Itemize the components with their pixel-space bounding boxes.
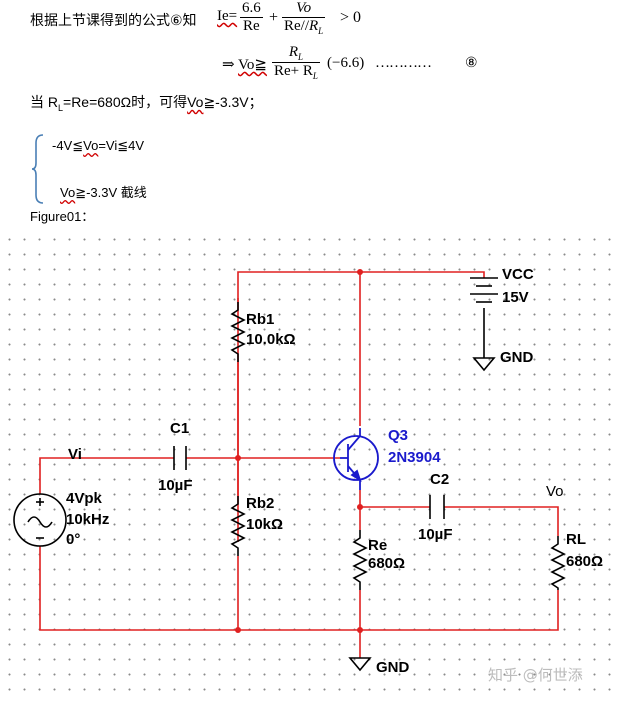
vcc-battery-symbol — [470, 277, 498, 348]
case2-b: ≧-3.3V 截线 — [75, 185, 147, 200]
c2-name: C2 — [430, 471, 449, 488]
vi-label: Vi — [68, 446, 82, 463]
figure-label: Figure01： — [30, 209, 95, 224]
source-phase: 0° — [66, 531, 80, 548]
frac2-denominator: Re//RL — [282, 18, 325, 36]
ie-label: Ie= — [217, 8, 238, 24]
rb2-name: Rb2 — [246, 495, 274, 512]
frac3-num-sub: L — [298, 52, 304, 62]
junction-bottom-left — [235, 627, 241, 633]
wire-top-rail — [237, 271, 485, 542]
rb1-name: Rb1 — [246, 311, 274, 328]
ground-symbol-bottom — [348, 657, 372, 672]
condition-line: 当 RL=Re=680Ω时，可得Vo≧-3.3V； — [30, 92, 263, 113]
rb1-value: 10.0kΩ — [246, 331, 296, 348]
vo-label: Vo — [546, 483, 564, 500]
frac3-numerator: RL — [272, 44, 320, 63]
frac2-den-rl: R — [309, 18, 319, 34]
wire-vi — [39, 457, 174, 494]
dot-leader: ………… — [375, 55, 432, 71]
case1-a: -4V≦ — [52, 138, 84, 153]
c1-capacitor-symbol — [173, 446, 187, 470]
components — [13, 277, 566, 672]
source-amplitude: 4Vpk — [66, 490, 103, 507]
c2-value: 10µF — [418, 526, 453, 543]
frac1-denominator: Re — [243, 18, 260, 34]
case1: -4V≦Vo=Vi≦4V — [52, 138, 144, 154]
case1-b: =Vi≦4V — [98, 138, 145, 153]
frac2-den-re: Re// — [284, 18, 309, 34]
case1-vo: Vo — [83, 138, 99, 153]
q3-transistor-symbol — [333, 428, 379, 490]
condition-b: =Re=680Ω时，可得 — [63, 94, 188, 110]
ac-source-symbol — [13, 493, 67, 547]
c1-name: C1 — [170, 420, 189, 437]
rb1-resistor-symbol — [230, 302, 246, 362]
fraction-vo-over-re-rl: Vo Re//RL — [282, 0, 326, 36]
junction-base — [235, 455, 241, 461]
frac3-num-r: R — [288, 44, 299, 60]
source-frequency: 10kHz — [66, 511, 109, 528]
condition-c: ≧-3.3V； — [203, 94, 263, 110]
frac2-den-rl-sub: L — [318, 26, 324, 36]
fraction-rl-over-re-plus-rl: RL Re+ RL — [272, 44, 320, 81]
ground-symbol-top — [472, 348, 496, 372]
re-name: Re — [368, 537, 387, 554]
gnd-bottom-label: GND — [376, 659, 410, 676]
equation-number: ⑧ — [465, 56, 478, 71]
case2-vo: Vo — [60, 185, 76, 200]
frac2-numerator: Vo — [282, 0, 326, 18]
rb2-resistor-symbol — [230, 496, 246, 556]
plus-sign: + — [269, 9, 279, 26]
gnd-top-label: GND — [500, 349, 534, 366]
re-value: 680Ω — [368, 555, 405, 572]
condition-vo: Vo — [187, 94, 204, 110]
vo-ge-label: Vo≧ — [238, 57, 267, 73]
watermark: 知乎 @何世添 — [488, 666, 583, 684]
rl-resistor-symbol — [550, 536, 566, 590]
vcc-value: 15V — [502, 289, 529, 306]
junction-top — [357, 269, 363, 275]
condition-a: 当 R — [30, 94, 58, 110]
curly-brace — [31, 134, 44, 204]
implies-arrow: ⇒ — [222, 57, 235, 73]
wires — [39, 271, 559, 658]
rl-value: 680Ω — [566, 553, 603, 570]
frac3-den-sub: L — [312, 71, 318, 81]
frac3-denominator: Re+ RL — [272, 63, 320, 81]
frac1-numerator: 6.6 — [240, 0, 263, 18]
junction-bottom-mid — [357, 627, 363, 633]
rb2-value: 10kΩ — [246, 516, 283, 533]
rl-name: RL — [566, 531, 586, 548]
line1-prefix: 根据上节课得到的公式⑥知 — [30, 12, 197, 28]
re-resistor-symbol — [352, 530, 368, 590]
fraction-6.6-over-re: 6.6 Re — [240, 0, 263, 35]
q3-name: Q3 — [388, 427, 408, 444]
schematic-grid — [0, 228, 622, 701]
frac3-den-text: Re+ R — [274, 63, 313, 79]
c1-value: 10µF — [158, 477, 193, 494]
vcc-label: VCC — [502, 266, 534, 283]
circuit-schematic: VCC 15V GND Rb1 10.0kΩ Rb2 10kΩ C1 10µF … — [13, 266, 603, 676]
junctions — [235, 269, 363, 633]
junction-emitter — [357, 504, 363, 510]
greater-than-zero: > 0 — [340, 9, 362, 26]
c2-capacitor-symbol — [429, 495, 445, 519]
condition-a-sub: L — [58, 102, 64, 113]
wire-bottom-rail — [39, 546, 559, 631]
wire-c2-right — [444, 506, 559, 536]
q3-model: 2N3904 — [388, 449, 441, 466]
tail-expression: (−6.6) — [327, 55, 365, 71]
case2: Vo≧-3.3V 截线 — [60, 182, 147, 201]
